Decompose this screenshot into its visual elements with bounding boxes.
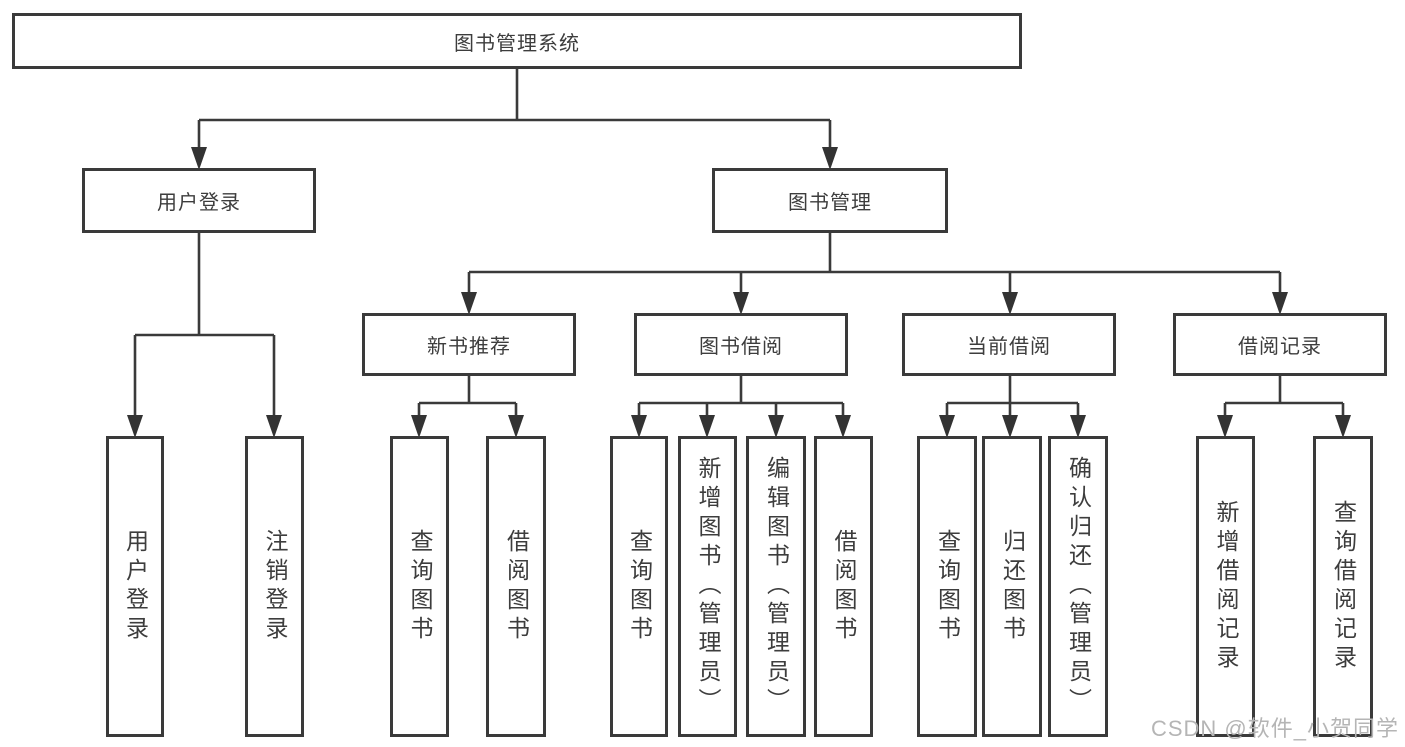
leaf-borrow-books-recommend: 借阅图书: [486, 436, 546, 737]
node-label: 新书推荐: [427, 336, 511, 358]
leaf-borrow-books: 借阅图书: [814, 436, 873, 737]
leaf-logout-login: 注销登录: [245, 436, 304, 737]
node-borrowing-records: 借阅记录: [1173, 313, 1387, 376]
leaf-add-books-admin: 新增图书（管理员）: [678, 436, 737, 737]
node-library-management-system: 图书管理系统: [12, 13, 1022, 69]
node-label: 图书管理: [788, 192, 872, 214]
node-current-borrowing: 当前借阅: [902, 313, 1116, 376]
leaf-query-books-borrowing: 查询图书: [610, 436, 668, 737]
leaf-query-books-current: 查询图书: [917, 436, 977, 737]
node-label: 图书借阅: [699, 336, 783, 358]
node-book-borrowing: 图书借阅: [634, 313, 848, 376]
leaf-edit-books-admin: 编辑图书（管理员）: [746, 436, 806, 737]
node-label: 查询图书: [934, 528, 961, 645]
leaf-user-login: 用户登录: [106, 436, 164, 737]
node-new-book-recommend: 新书推荐: [362, 313, 576, 376]
node-label: 借阅记录: [1238, 336, 1322, 358]
node-label: 查询图书: [626, 528, 653, 645]
node-label: 用户登录: [157, 192, 241, 214]
leaf-confirm-return-admin: 确认归还（管理员）: [1048, 436, 1108, 737]
leaf-return-books: 归还图书: [982, 436, 1042, 737]
node-label: 查询图书: [407, 528, 433, 645]
node-label: 借阅图书: [831, 528, 857, 645]
node-label: 借阅图书: [503, 528, 530, 645]
leaf-query-books-recommend: 查询图书: [390, 436, 449, 737]
leaf-add-borrow-record: 新增借阅记录: [1196, 436, 1255, 737]
node-label: 归还图书: [999, 528, 1026, 645]
node-label: 新增借阅记录: [1213, 499, 1239, 674]
node-label: 当前借阅: [967, 336, 1051, 358]
node-book-management: 图书管理: [712, 168, 948, 233]
node-label: 注销登录: [262, 528, 288, 645]
node-label: 图书管理系统: [454, 32, 580, 55]
node-label: 编辑图书（管理员）: [763, 456, 790, 717]
node-label: 用户登录: [122, 528, 149, 645]
node-label: 查询借阅记录: [1330, 499, 1357, 674]
node-label: 新增图书（管理员）: [695, 456, 721, 717]
node-label: 确认归还（管理员）: [1065, 456, 1092, 717]
csdn-watermark: CSDN @软件_小贺同学: [1150, 716, 1399, 741]
node-user-login: 用户登录: [82, 168, 316, 233]
leaf-query-borrow-record: 查询借阅记录: [1313, 436, 1373, 737]
